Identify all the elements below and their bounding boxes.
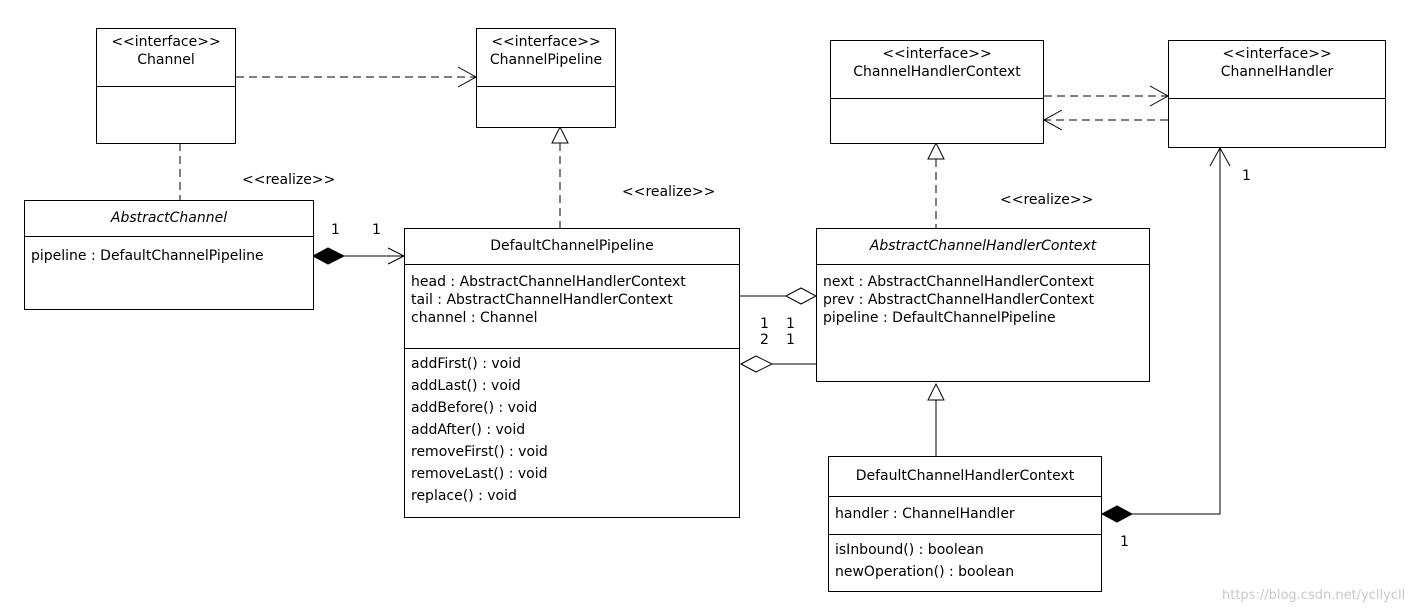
achc-attr-prev: prev : AbstractChannelHandlerContext — [823, 292, 1095, 308]
realization-defaultpipeline-to-pipeline — [551, 125, 569, 228]
multiplicity-pipeline-end: 1 — [372, 222, 381, 238]
dcp-method-removefirst: removeFirst() : void — [411, 444, 548, 460]
chc-stereotype: <<interface>> — [882, 46, 992, 62]
aggregation-head-tail — [740, 287, 818, 305]
dependency-ctx-to-handler — [1044, 85, 1170, 107]
class-channel-handler-context: <<interface>> ChannelHandlerContext — [830, 40, 1044, 144]
dcp-name: DefaultChannelPipeline — [490, 238, 654, 254]
ch-name: ChannelHandler — [1220, 64, 1334, 80]
multiplicity-agg-left-top: 1 — [760, 316, 769, 332]
channel-pipeline-name: ChannelPipeline — [489, 52, 603, 68]
composition-abstractchannel-pipeline — [311, 247, 406, 265]
dchc-attr-handler: handler : ChannelHandler — [835, 506, 1015, 522]
class-abstract-channel-handler-context: AbstractChannelHandlerContext next : Abs… — [816, 228, 1150, 382]
ch-stereotype: <<interface>> — [1222, 46, 1332, 62]
realize-label-pipeline: <<realize>> — [622, 184, 716, 200]
multiplicity-defaultctx-end: 1 — [1120, 534, 1129, 550]
multiplicity-agg-left-bottom: 2 — [760, 332, 769, 348]
dependency-handler-to-ctx — [1042, 109, 1168, 131]
class-default-channel-handler-context: DefaultChannelHandlerContext handler : C… — [828, 456, 1102, 592]
composition-defaultctx-handler — [1100, 146, 1231, 523]
multiplicity-handler-end: 1 — [1242, 168, 1251, 184]
realization-abstractctx-to-ctx — [927, 141, 945, 228]
channel-pipeline-stereotype: <<interface>> — [491, 34, 601, 50]
realize-label-channel: <<realize>> — [242, 172, 336, 188]
chc-name: ChannelHandlerContext — [853, 64, 1021, 80]
dcp-method-addbefore: addBefore() : void — [411, 400, 538, 416]
dchc-method-newoperation: newOperation() : boolean — [835, 564, 1015, 580]
dchc-name: DefaultChannelHandlerContext — [855, 468, 1075, 484]
dependency-channel-to-pipeline — [236, 66, 478, 88]
dcp-method-addafter: addAfter() : void — [411, 422, 526, 438]
channel-stereotype: <<interface>> — [111, 34, 221, 50]
channel-name: Channel — [137, 52, 195, 68]
dcp-method-replace: replace() : void — [411, 488, 517, 504]
multiplicity-agg-right-top: 1 — [786, 316, 795, 332]
dchc-method-isinbound: isInbound() : boolean — [835, 542, 984, 558]
abstract-channel-name: AbstractChannel — [110, 210, 228, 226]
class-abstract-channel: AbstractChannel pipeline : DefaultChanne… — [24, 200, 314, 310]
abstract-channel-attr-0: pipeline : DefaultChannelPipeline — [31, 248, 264, 264]
realize-label-context: <<realize>> — [1000, 192, 1094, 208]
dcp-attr-head: head : AbstractChannelHandlerContext — [411, 274, 686, 290]
achc-name: AbstractChannelHandlerContext — [869, 238, 1097, 254]
dcp-method-removelast: removeLast() : void — [411, 466, 548, 482]
achc-attr-next: next : AbstractChannelHandlerContext — [823, 274, 1094, 290]
dcp-attr-channel: channel : Channel — [411, 310, 538, 326]
aggregation-pipeline — [739, 355, 816, 373]
dcp-method-addfirst: addFirst() : void — [411, 356, 521, 372]
class-channel-handler: <<interface>> ChannelHandler — [1168, 40, 1386, 148]
dcp-method-addlast: addLast() : void — [411, 378, 521, 394]
class-channel-pipeline: <<interface>> ChannelPipeline — [476, 28, 616, 128]
generalization-defaultctx-to-abstractctx — [927, 382, 945, 456]
class-channel: <<interface>> Channel — [96, 28, 236, 144]
multiplicity-abstractchannel-end: 1 — [331, 222, 340, 238]
multiplicity-agg-right-bottom: 1 — [786, 332, 795, 348]
class-default-channel-pipeline: DefaultChannelPipeline head : AbstractCh… — [404, 228, 740, 518]
dcp-attr-tail: tail : AbstractChannelHandlerContext — [411, 292, 673, 308]
achc-attr-pipeline: pipeline : DefaultChannelPipeline — [823, 310, 1056, 326]
watermark: https://blog.csdn.net/ycllycll — [1222, 588, 1406, 603]
